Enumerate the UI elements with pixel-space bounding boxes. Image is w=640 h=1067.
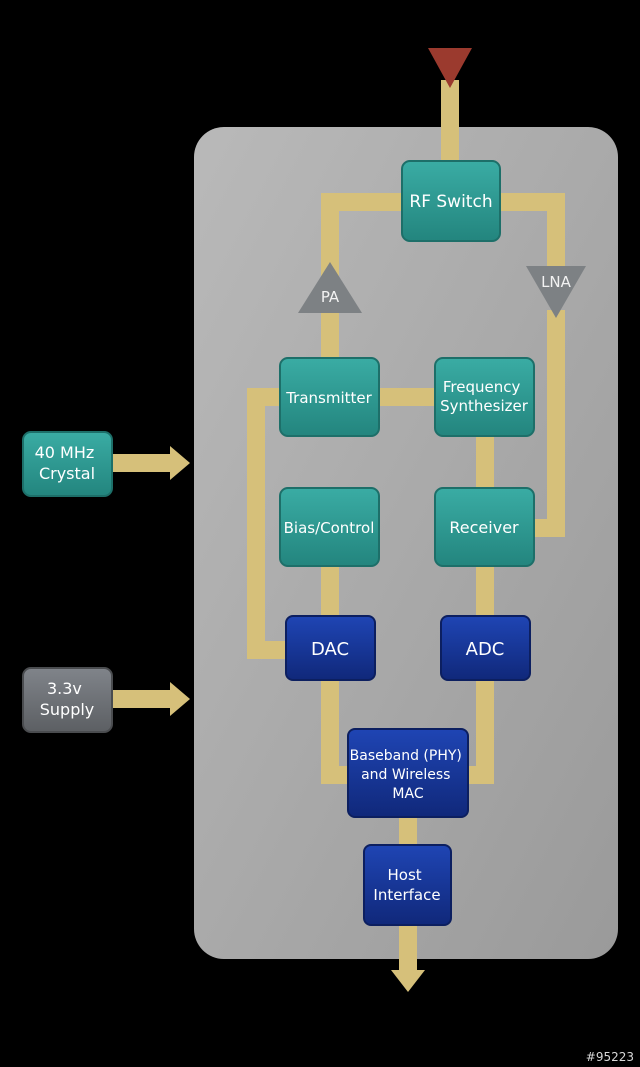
host-interface-block — [363, 844, 452, 926]
signal-paths — [112, 80, 565, 972]
pa-amplifier-icon — [298, 262, 362, 313]
crystal-label: 40 MHz Crystal — [35, 443, 100, 483]
dac-label: DAC — [311, 639, 349, 660]
antenna-icon — [428, 48, 472, 88]
bias-control-label: Bias/Control — [284, 519, 375, 537]
supply-block — [22, 667, 113, 733]
bias-control-block — [279, 487, 380, 567]
transmitter-label: Transmitter — [285, 389, 372, 407]
dac-transmitter-wire — [247, 388, 290, 659]
chip-outline — [194, 127, 618, 959]
supply-label: 3.3v Supply — [40, 679, 95, 719]
lna-receiver-wire — [535, 310, 565, 537]
frequency-synthesizer-label: Frequency Synthesizer — [440, 378, 529, 415]
dac-baseband-wire — [321, 678, 352, 784]
adc-label: ADC — [466, 639, 505, 660]
dac-block — [285, 615, 376, 681]
host-out-arrow-icon — [391, 970, 425, 992]
watermark: #95223 — [585, 1050, 634, 1064]
supply-arrow-icon — [170, 682, 190, 716]
baseband-mac-label: Baseband (PHY) and Wireless MAC — [350, 748, 467, 802]
arrowheads — [170, 446, 425, 992]
pa-label: PA — [321, 288, 340, 306]
receiver-label: Receiver — [449, 518, 519, 537]
rf-switch-label: RF Switch — [409, 192, 492, 212]
baseband-mac-block — [347, 728, 469, 818]
rf-switch-block — [401, 160, 501, 242]
frequency-synthesizer-block — [434, 357, 535, 437]
transmitter-block — [279, 357, 380, 437]
crystal-block — [22, 431, 113, 497]
crystal-arrow-icon — [170, 446, 190, 480]
receiver-block — [434, 487, 535, 567]
host-interface-label: Host Interface — [373, 866, 440, 904]
adc-baseband-wire — [465, 678, 494, 784]
adc-block — [440, 615, 531, 681]
lna-amplifier-icon — [526, 266, 586, 318]
lna-label: LNA — [541, 273, 572, 291]
rx-path-wire — [495, 193, 565, 275]
